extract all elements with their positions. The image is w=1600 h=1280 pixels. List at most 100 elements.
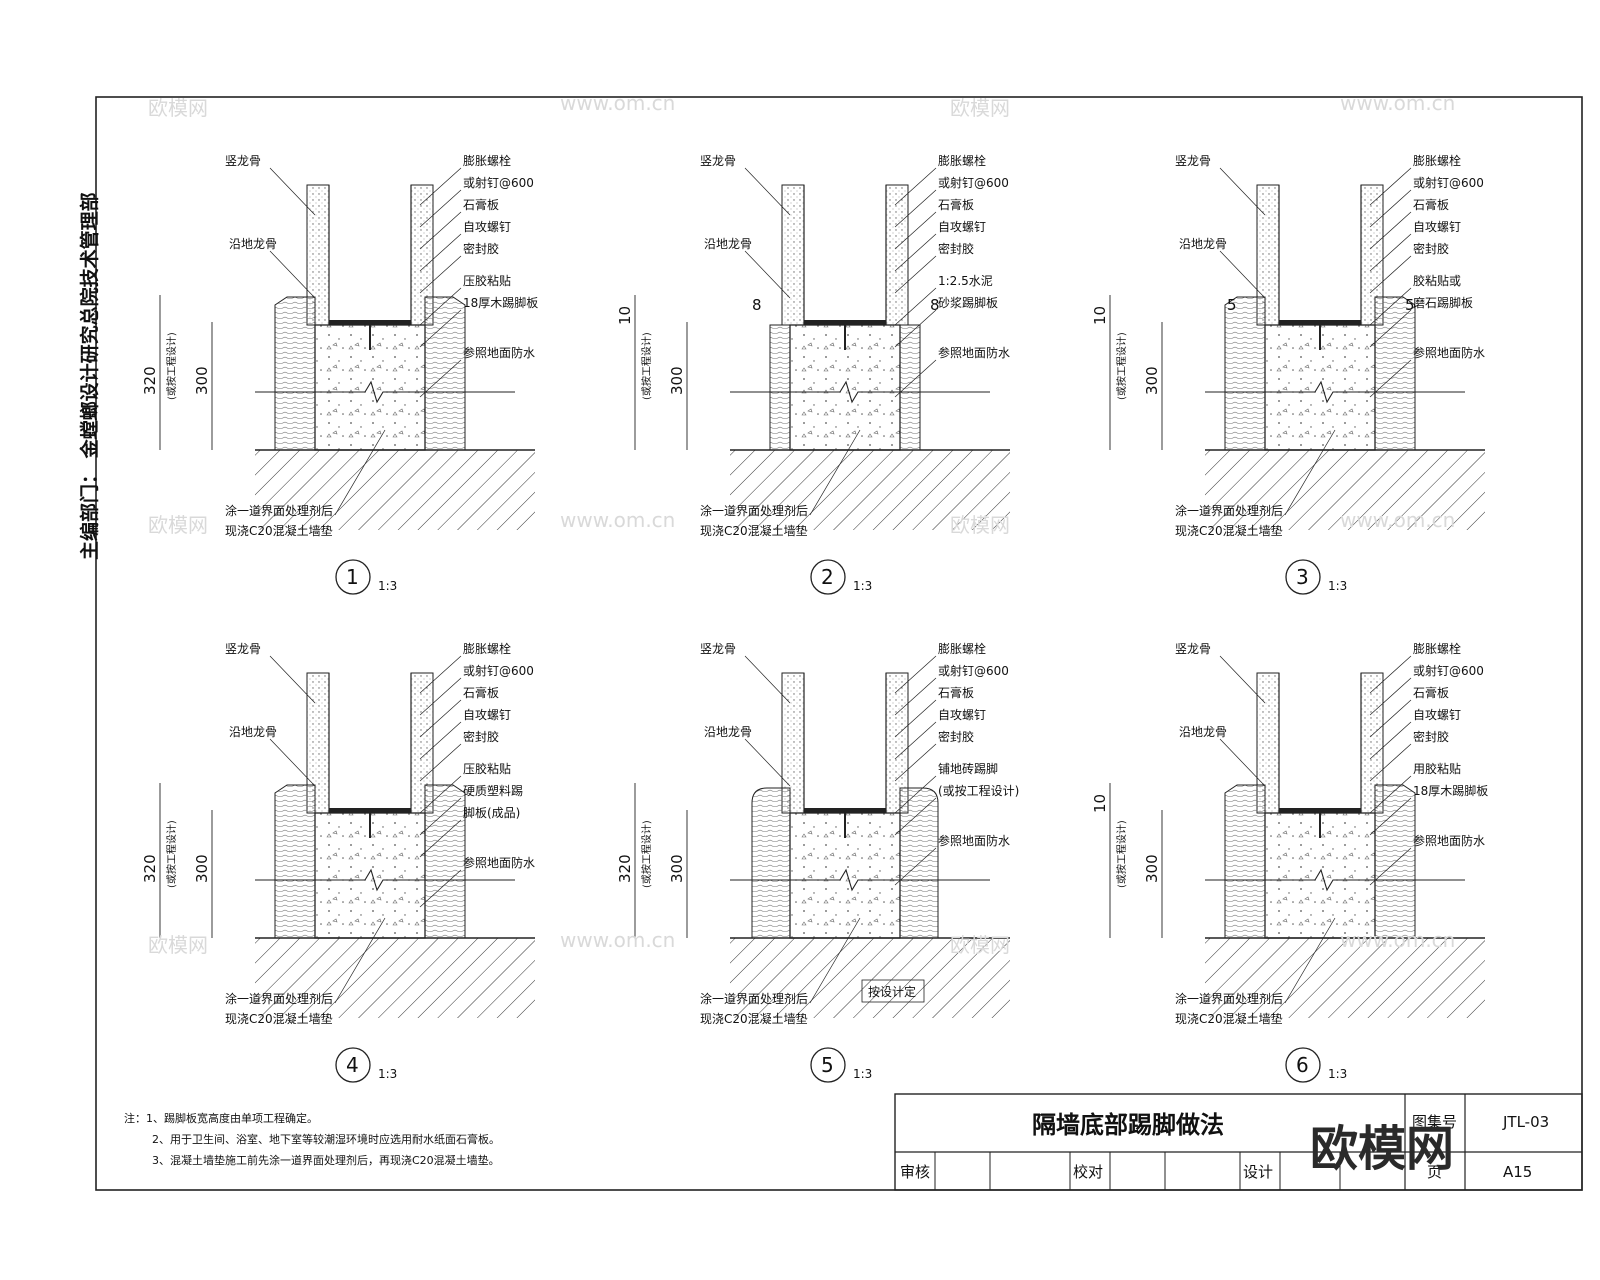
leader-line — [1369, 309, 1412, 348]
dim-inner-value: 300 — [668, 854, 686, 883]
title-block: 隔墙底部踢脚做法 图集号 JTL-03 页 A15 审核 校对 设计 — [894, 1093, 1583, 1191]
detail-scale: 1:3 — [378, 579, 397, 593]
left-label: 沿地龙骨 — [704, 725, 752, 739]
leader-line — [1369, 233, 1412, 272]
right-label: 密封胶 — [463, 241, 499, 256]
right-label: 18厚木踢脚板 — [463, 295, 538, 310]
watermark-url: www.om.cn — [1340, 928, 1455, 952]
left-skirting — [769, 324, 791, 451]
leader-line — [744, 655, 791, 704]
watermark-text: 欧模网 — [950, 96, 1010, 120]
leader-line — [894, 287, 937, 326]
right-label: 膨胀螺栓 — [938, 641, 986, 656]
left-label: 竖龙骨 — [700, 642, 736, 656]
leader-line — [894, 655, 937, 694]
ground-hatch — [730, 450, 1010, 530]
right-label: 参照地面防水 — [1413, 833, 1485, 848]
right-label: 用胶粘贴 — [1413, 761, 1461, 776]
leader-line — [419, 699, 462, 738]
leader-line — [809, 917, 861, 1004]
leader-line — [1369, 721, 1412, 760]
break-line — [1205, 868, 1465, 892]
leader-line — [1284, 917, 1336, 1004]
bottom-track — [1279, 808, 1361, 813]
bottom-track — [804, 320, 886, 325]
dim-outer-value: 320 — [141, 854, 159, 883]
dim-outer-note: (或按工程设计) — [1115, 332, 1128, 400]
ground-hatch — [1205, 450, 1485, 530]
detail-number: 6 — [1296, 1053, 1309, 1077]
bottom-track — [1279, 320, 1361, 325]
leader-line — [1369, 847, 1412, 886]
leader-line — [1369, 699, 1412, 738]
dim-gap-right: 5 — [1405, 296, 1415, 314]
dim-small-value: 10 — [1091, 306, 1109, 325]
detail-scale: 1:3 — [853, 579, 872, 593]
leader-line — [419, 797, 462, 836]
bottom-label: 现浇C20混凝土墙垫 — [1175, 523, 1283, 538]
bottom-label: 涂一道界面处理剂后 — [1175, 503, 1283, 518]
dim-small-value: 10 — [1091, 794, 1109, 813]
right-label: 或射钉@600 — [938, 175, 1009, 190]
bottom-label: 现浇C20混凝土墙垫 — [225, 523, 333, 538]
leader-line — [1369, 359, 1412, 398]
right-label: 砂浆踢脚板 — [938, 295, 998, 310]
detail-number-circle — [1285, 1047, 1321, 1083]
detail-number-circle — [1285, 559, 1321, 595]
break-line — [730, 868, 990, 892]
dim-inner-value: 300 — [1143, 854, 1161, 883]
leader-line — [419, 677, 462, 716]
leader-line — [269, 655, 316, 704]
watermark-url: www.om.cn — [1340, 508, 1455, 532]
leader-line — [744, 167, 791, 216]
leader-line — [1219, 655, 1266, 704]
leader-line — [1369, 255, 1412, 294]
leader-line — [269, 167, 316, 216]
right-label: 参照地面防水 — [463, 855, 535, 870]
notes-block: 注：1、踢脚板宽高度由单项工程确定。 2、用于卫生间、浴室、地下室等较潮湿环境时… — [124, 1111, 500, 1167]
right-skirting — [1374, 784, 1416, 939]
leader-line — [744, 250, 791, 299]
leader-line — [1369, 743, 1412, 782]
right-label: 密封胶 — [463, 729, 499, 744]
ground-hatch — [255, 938, 535, 1018]
detail-scale: 1:3 — [378, 1067, 397, 1081]
right-label: 参照地面防水 — [1413, 345, 1485, 360]
right-label: 压胶粘贴 — [463, 761, 511, 776]
dim-outer-note: (或按工程设计) — [640, 820, 653, 888]
right-label: 自攻螺钉 — [1413, 220, 1461, 234]
left-wall-board — [781, 184, 805, 326]
right-label: 自攻螺钉 — [463, 220, 511, 234]
leader-line — [419, 255, 462, 294]
detail-1: 320(或按工程设计)300竖龙骨沿地龙骨膨胀螺栓或射钉@600石膏板自攻螺钉密… — [141, 153, 538, 595]
watermark-text: 欧模网 — [148, 513, 208, 537]
break-line — [255, 380, 515, 404]
ground-hatch — [1205, 938, 1485, 1018]
bottom-label: 现浇C20混凝土墙垫 — [1175, 1011, 1283, 1026]
break-line — [730, 380, 990, 404]
left-skirting — [274, 296, 316, 451]
leader-line — [419, 287, 462, 326]
leader-line — [1284, 429, 1336, 516]
left-label: 竖龙骨 — [700, 154, 736, 168]
extra-label-frame — [861, 979, 925, 1003]
leader-line — [894, 309, 937, 348]
detail-4: 320(或按工程设计)300竖龙骨沿地龙骨膨胀螺栓或射钉@600石膏板自攻螺钉密… — [141, 641, 535, 1083]
bottom-track — [329, 808, 411, 813]
right-label: 或射钉@600 — [1413, 175, 1484, 190]
right-label: 膨胀螺栓 — [1413, 641, 1461, 656]
leader-line — [894, 743, 937, 782]
right-label: 或射钉@600 — [463, 175, 534, 190]
leader-line — [419, 211, 462, 250]
dim-gap-right: 8 — [930, 296, 940, 314]
leader-line — [419, 233, 462, 272]
detail-5: 320(或按工程设计)300竖龙骨沿地龙骨膨胀螺栓或射钉@600石膏板自攻螺钉密… — [616, 641, 1019, 1083]
detail-number-circle — [335, 1047, 371, 1083]
leader-line — [419, 721, 462, 760]
dim-outer-note: (或按工程设计) — [1115, 820, 1128, 888]
right-label: 参照地面防水 — [938, 833, 1010, 848]
leader-line — [894, 699, 937, 738]
left-label: 竖龙骨 — [1175, 154, 1211, 168]
